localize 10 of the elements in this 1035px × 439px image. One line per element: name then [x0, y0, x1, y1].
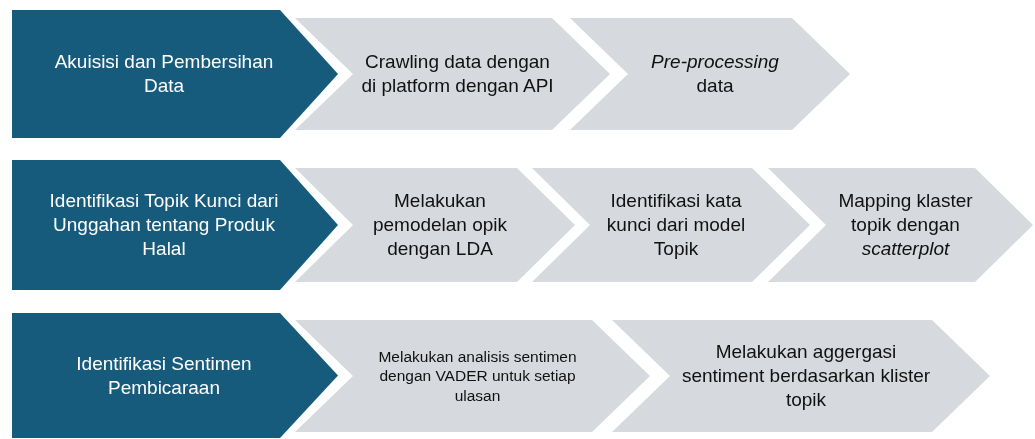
- step-label: Pre-processing data: [650, 50, 780, 98]
- step-label: Identifikasi Sentimen Pembicaraan: [75, 351, 253, 400]
- step-label: Identifikasi Topik Kunci dari Unggahan tentang Produk Halal: [48, 189, 280, 261]
- step-label: Crawling data dengan di platform dengan API: [360, 50, 555, 98]
- step-label: Mapping klaster topik dengan scatterplot: [837, 189, 974, 261]
- step-label: Melakukan analisis sentimen dengan VADER untuk setiap ulasan: [377, 346, 578, 406]
- step-label: Identifikasi kata kunci dari model Topik: [605, 189, 747, 261]
- step-label: Melakukan aggergasi sentiment berdasarkan klister topik: [680, 340, 932, 412]
- step-label: Melakukan pemodelan opik dengan LDA: [371, 189, 509, 261]
- step-label: Akuisisi dan Pembersihan Data: [53, 50, 275, 98]
